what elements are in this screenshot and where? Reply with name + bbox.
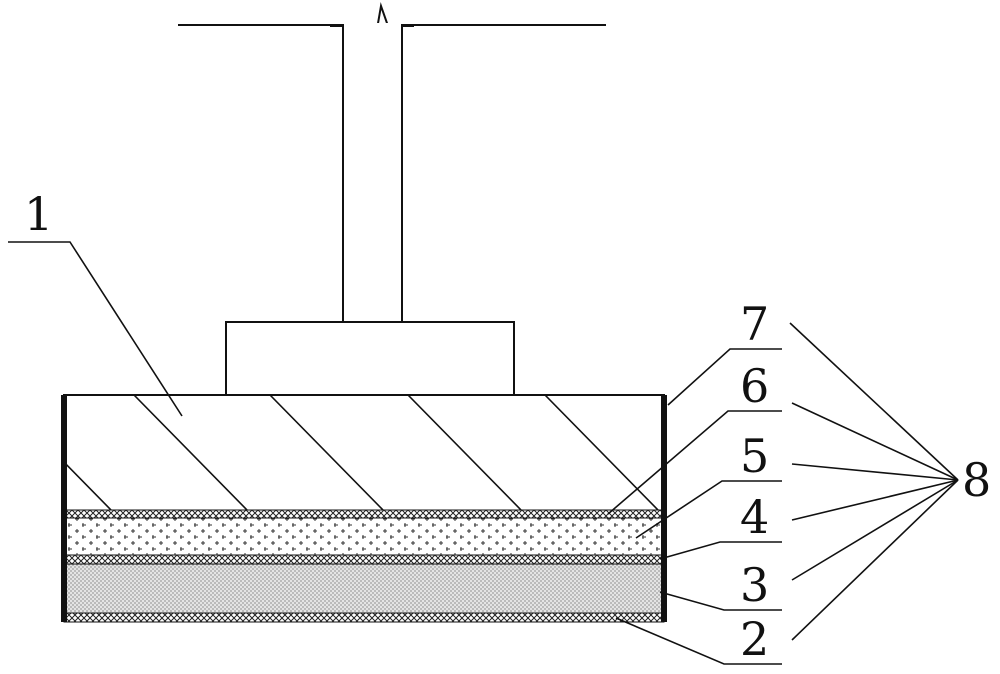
leader-8-fan [789,322,959,641]
leader-7 [667,348,782,406]
foundation-base [63,394,665,512]
leader-2 [615,617,782,665]
leader-1 [8,241,183,417]
layer-4-mesh [63,554,665,565]
pedestal [225,321,515,396]
layer-5-fill [63,517,665,556]
right-leaders [607,348,782,665]
leader-4 [659,541,782,560]
column-mask [344,23,401,31]
column [342,24,403,324]
label-3: 3 [740,558,769,612]
label-4: 4 [740,490,769,544]
layer-6-mesh [63,509,665,519]
label-2: 2 [740,612,769,666]
layer-3-sand [63,563,665,614]
label-1: 1 [24,187,53,241]
layer-2-mesh [63,612,665,623]
leader-5 [635,480,782,539]
base-hatching [64,395,660,511]
leader-6 [607,410,782,515]
label-6: 6 [740,359,769,413]
leader-3 [659,591,782,611]
label-7: 7 [740,297,769,351]
label-5: 5 [740,429,769,483]
label-8: 8 [962,453,991,507]
